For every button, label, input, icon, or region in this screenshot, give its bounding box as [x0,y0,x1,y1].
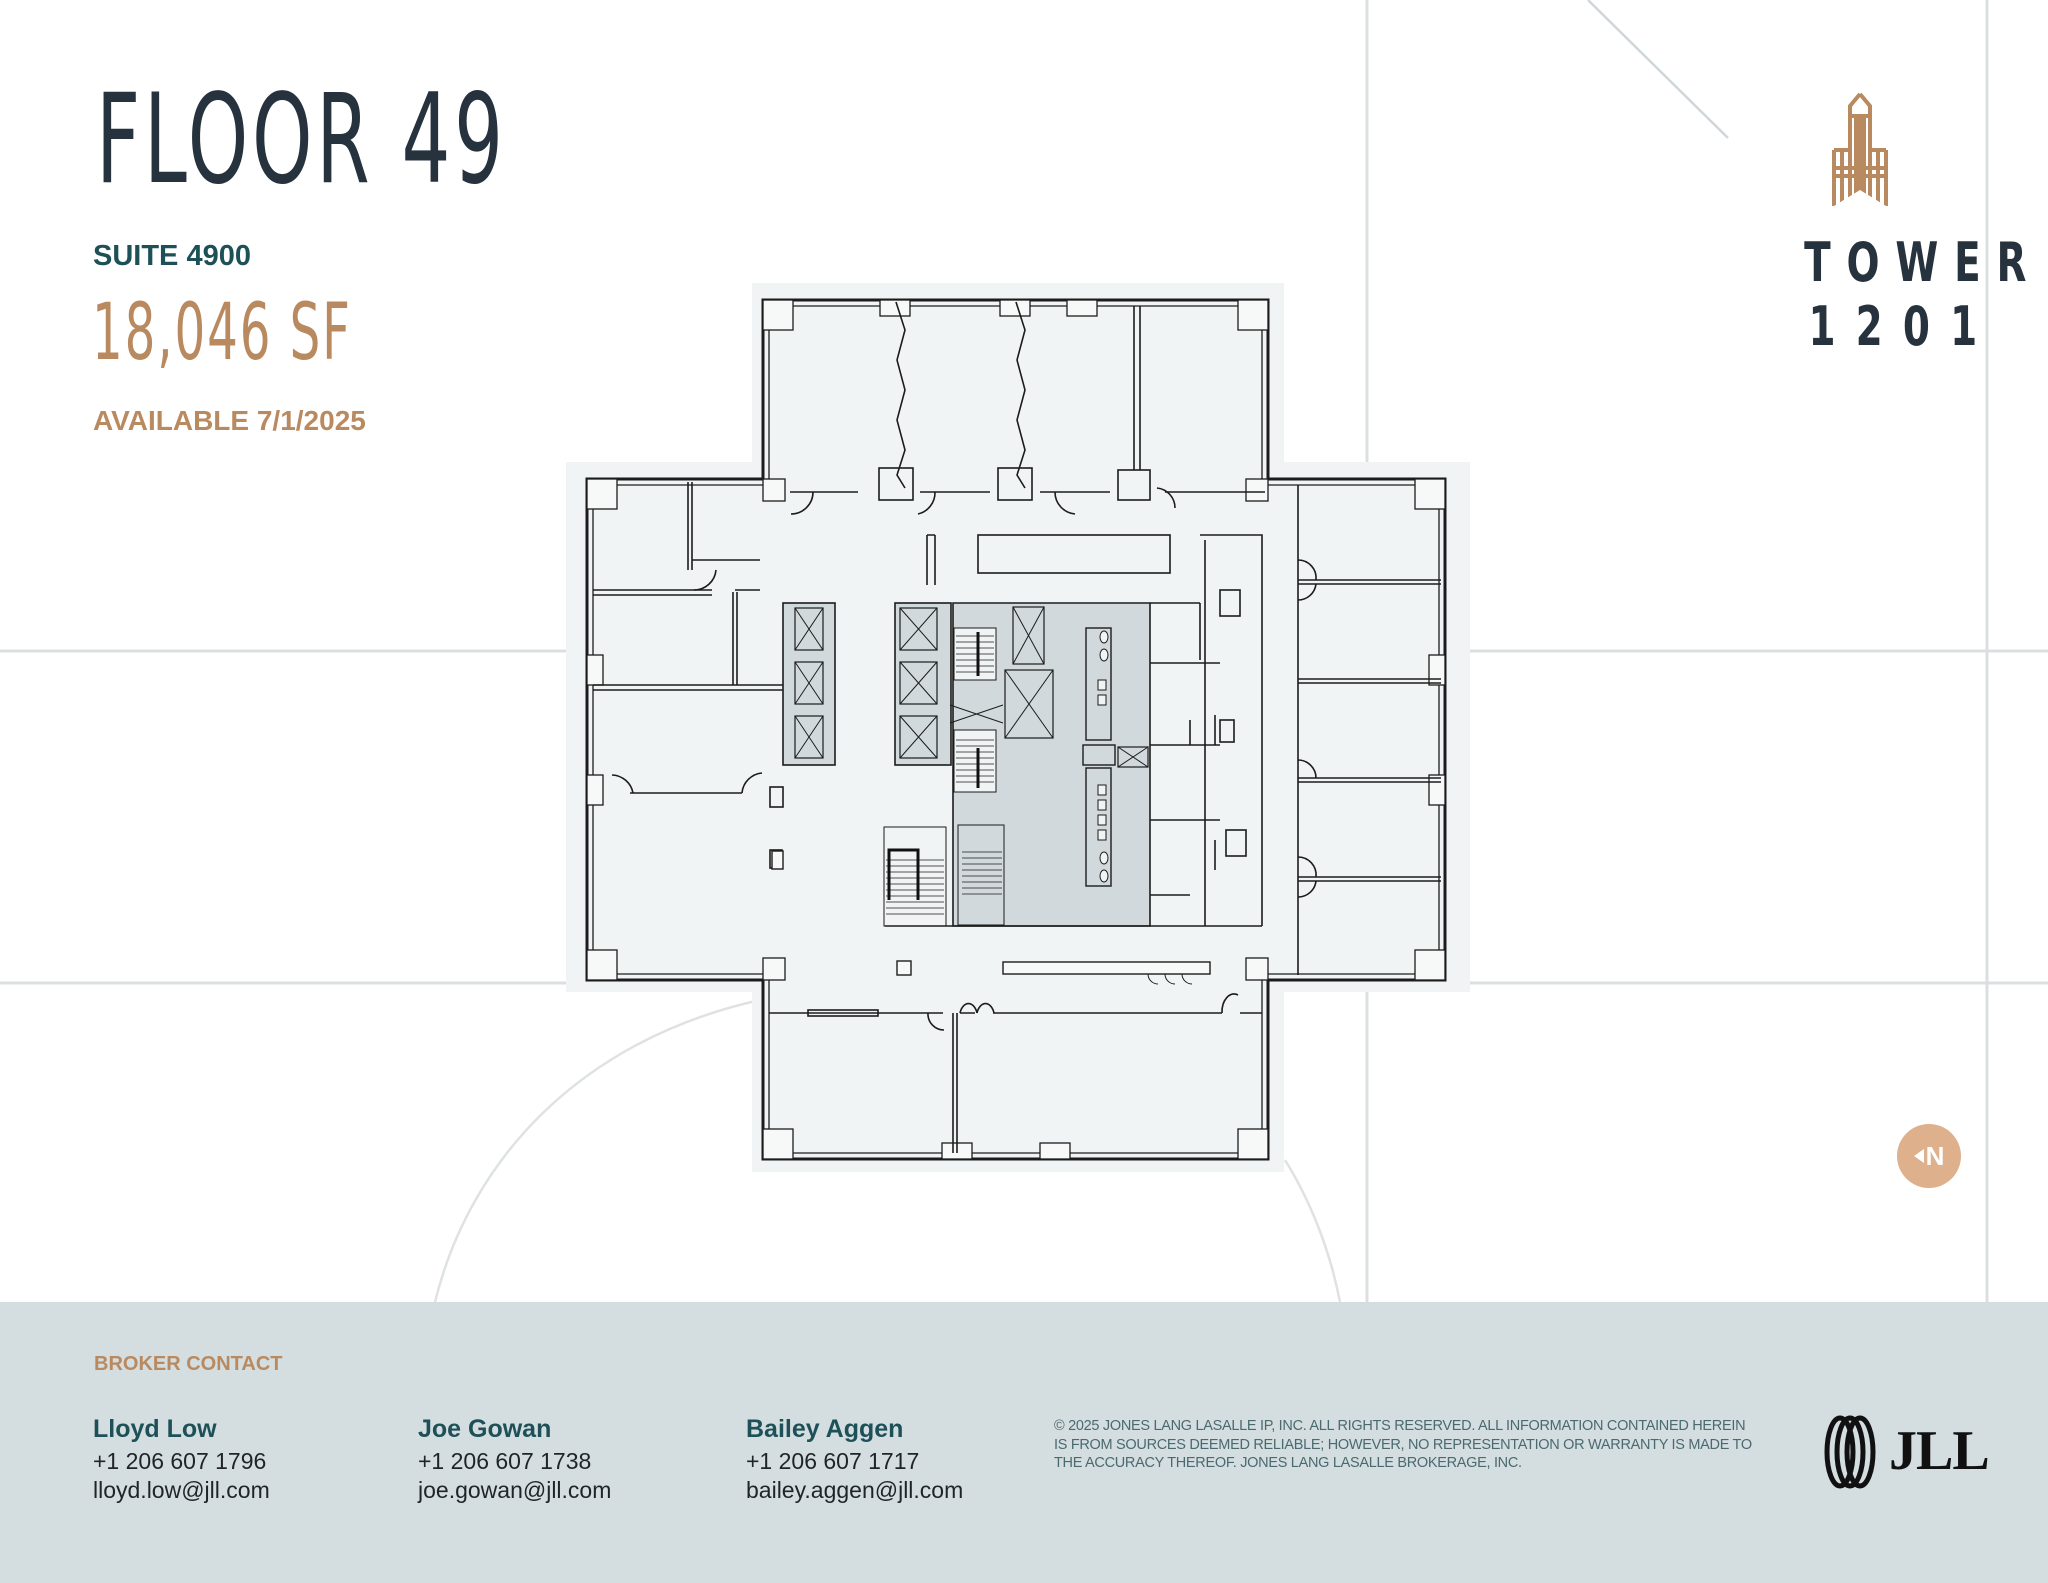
legal-disclaimer: © 2025 Jones Lang LaSalle IP, Inc. All r… [1054,1418,1752,1471]
jll-logo-text: JLL [1889,1420,1990,1482]
broker-email[interactable]: lloyd.low@jll.com [93,1477,270,1503]
broker-name: Joe Gowan [418,1415,552,1443]
footer [0,1302,2048,1583]
broker-email[interactable]: bailey.aggen@jll.com [746,1477,964,1503]
broker-phone[interactable]: +1 206 607 1738 [418,1448,592,1474]
broker-phone[interactable]: +1 206 607 1796 [93,1448,267,1474]
square-footage: 18,046 SF [92,288,352,378]
suite-number: SUITE 4900 [93,240,251,272]
north-label: N [1925,1140,1945,1171]
broker-email[interactable]: joe.gowan@jll.com [418,1477,612,1503]
broker-contact-card: Bailey Aggen +1 206 607 1717 bailey.agge… [746,1414,963,1505]
broker-contact-card: Lloyd Low +1 206 607 1796 lloyd.low@jll.… [93,1414,270,1505]
availability-date: AVAILABLE 7/1/2025 [93,405,366,436]
north-arrow-icon [1913,1149,1924,1163]
broker-contact-heading: BROKER CONTACT [94,1353,283,1375]
brand-number: 1201 [1808,295,1998,358]
broker-contact-card: Joe Gowan +1 206 607 1738 joe.gowan@jll.… [418,1414,611,1505]
tower-building-icon [1832,92,1888,206]
broker-name: Lloyd Low [93,1415,217,1443]
broker-name: Bailey Aggen [746,1415,904,1443]
broker-phone[interactable]: +1 206 607 1717 [746,1448,920,1474]
north-indicator: N [1897,1124,1961,1188]
floor-title: FLOOR 49 [96,68,507,212]
jll-rings-icon [1824,1415,1876,1489]
brand-name: TOWER [1804,231,2043,294]
